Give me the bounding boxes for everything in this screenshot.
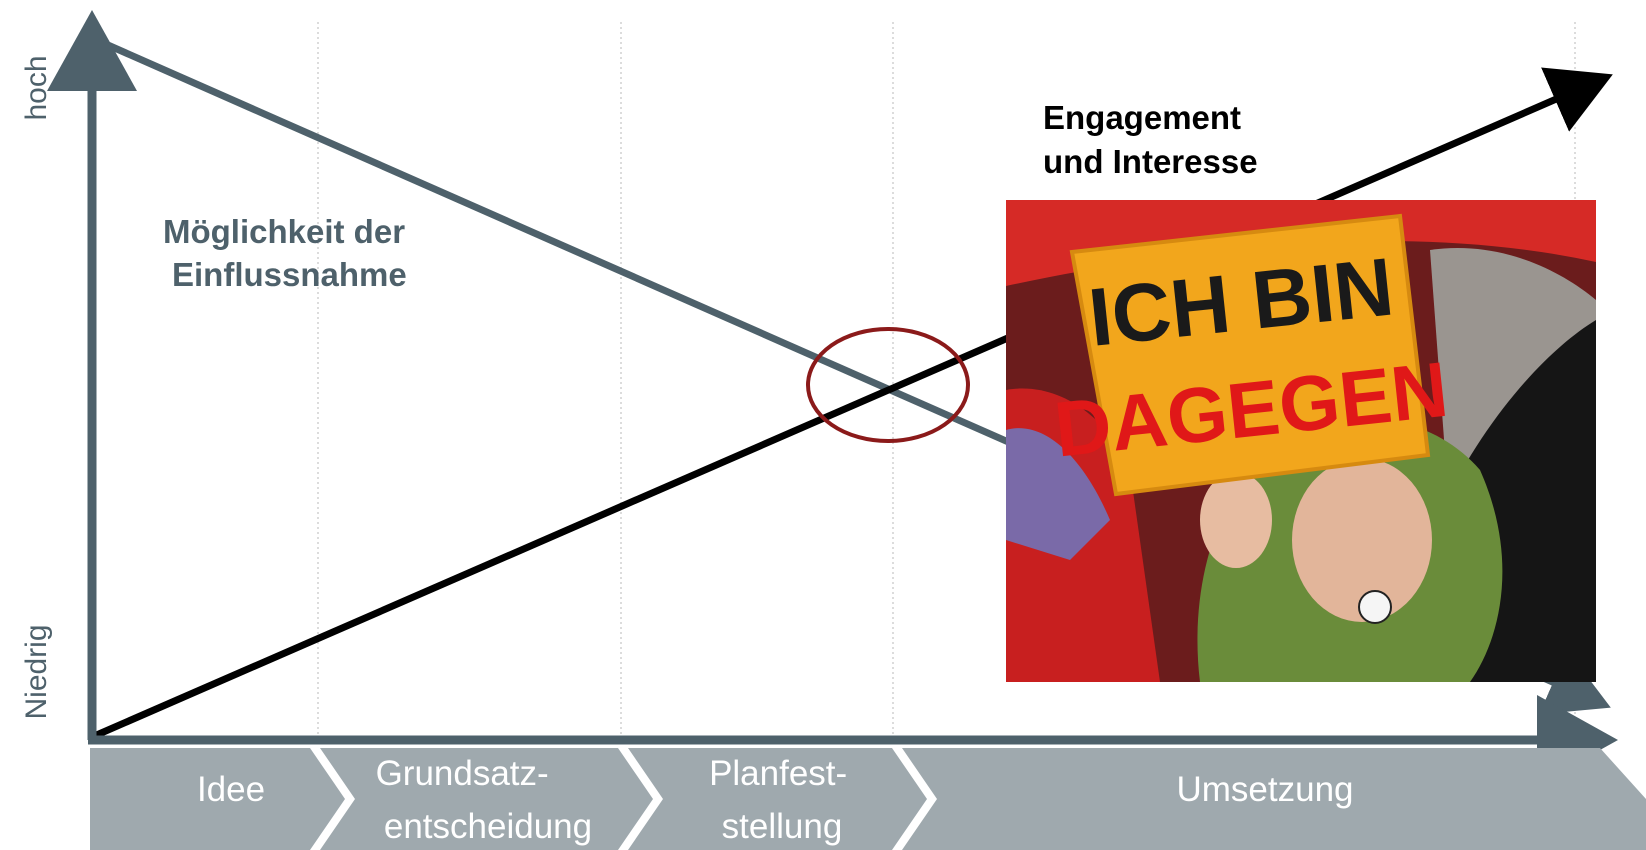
influence-label: Möglichkeit der Einflussnahme	[163, 213, 414, 293]
protest-photo: ICH BIN DAGEGEN	[1006, 200, 1596, 682]
child-face	[1292, 458, 1432, 622]
influence-label-line: Einflussnahme	[172, 256, 407, 293]
phase-label-line: Umsetzung	[1176, 770, 1353, 809]
phase-label-line: Planfest-	[709, 754, 847, 793]
phase-chevron	[90, 748, 345, 850]
engagement-label-line: Engagement	[1043, 99, 1241, 136]
phase-chevron	[902, 748, 1646, 850]
y-axis-low-label: Niedrig	[20, 624, 53, 719]
phase-label-idee: Idee	[197, 770, 265, 809]
engagement-label-line: und Interesse	[1043, 143, 1258, 180]
y-axis-high-label: hoch	[20, 55, 53, 120]
purple-raincoat	[1006, 428, 1110, 560]
engagement-curve	[90, 67, 1613, 741]
influence-label-line: Möglichkeit der	[163, 213, 405, 250]
phase-label-umsetzung: Umsetzung	[1176, 770, 1353, 809]
phase-label-line: entscheidung	[384, 807, 592, 846]
phase-chevron	[628, 748, 927, 850]
phase-label-line: Grundsatz-	[376, 754, 549, 793]
phase-band: Idee Grundsatz- entscheidung Planfest- s…	[90, 748, 1646, 850]
hand	[1200, 472, 1272, 568]
crossing-marker	[806, 327, 970, 443]
phase-chevron	[320, 748, 653, 850]
phase-label-line: Idee	[197, 770, 265, 809]
phase-label-planfeststellung: Planfest- stellung	[709, 754, 857, 846]
engagement-label: Engagement und Interesse	[1043, 99, 1258, 180]
phase-label-grundsatzentscheidung: Grundsatz- entscheidung	[376, 754, 593, 846]
phase-label-line: stellung	[722, 807, 843, 846]
whistle	[1358, 590, 1392, 624]
protest-sign	[1069, 213, 1431, 497]
